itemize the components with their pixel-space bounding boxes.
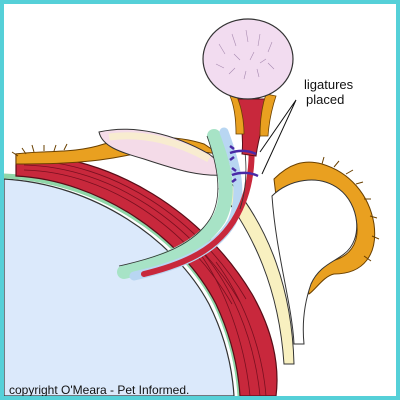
abdominal-cavity <box>4 178 235 396</box>
ovary <box>202 18 294 100</box>
annotation-line-2: placed <box>306 92 345 107</box>
skin-white-right <box>271 179 358 345</box>
ligatures-annotation: ligatures placed <box>304 77 353 107</box>
fascia-strip <box>218 183 295 365</box>
skin-hair-left <box>11 143 68 157</box>
skin-hair-right <box>321 156 380 262</box>
uterine-horn-inner <box>108 132 211 163</box>
uterine-horn <box>98 128 236 176</box>
vessel-green <box>117 129 233 279</box>
copyright-credit: copyright O'Meara - Pet Informed. <box>9 383 190 397</box>
surgical-illustration <box>4 18 380 396</box>
ovary-texture <box>215 29 275 80</box>
ligature-lower <box>231 167 259 183</box>
annotation-line-1: ligatures <box>304 77 354 92</box>
pedicle-fat <box>228 93 277 137</box>
annotation-leader <box>259 99 297 175</box>
ligature-upper <box>229 145 257 161</box>
